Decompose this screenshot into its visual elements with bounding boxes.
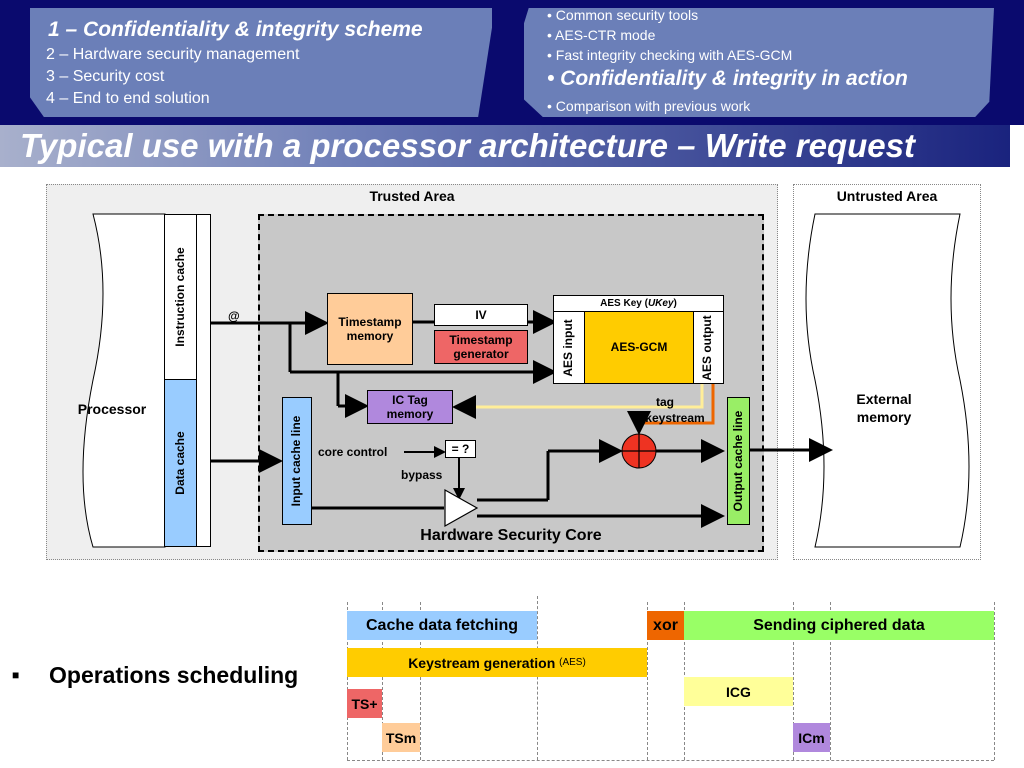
instruction-cache-label: Instruction cache [173,247,187,347]
subtopic-item[interactable]: • AES-CTR mode [547,27,656,43]
time-divider [382,602,383,760]
toc-label: Hardware security management [72,46,300,63]
toc-num: 3 – [46,68,69,85]
input-cache-line-label: Input cache line [289,415,303,507]
aes-output-label: AES output [700,315,714,381]
bypass-mux [444,488,479,528]
toc-panel [30,8,492,117]
bar-cache-data-fetching: Cache data fetching [347,611,537,640]
slide-title: Typical use with a processor architectur… [20,127,915,164]
keystream-bar-label: Keystream generation [408,654,556,671]
timestamp-memory: Timestamp memory [327,293,413,365]
toc-num: 1 – [48,18,78,41]
keystream-bar-note: (AES) [559,657,586,668]
bypass-label: bypass [401,468,443,482]
aes-key: AES Key (UKey) [553,295,724,312]
core-control-label: core control [318,445,388,459]
bar-icg: ICG [684,677,793,706]
compare-block: = ? [445,440,476,458]
aes-key-var: UKey [647,297,674,309]
subtopic-panel [524,8,994,117]
time-axis [347,760,994,761]
bar-keystream-generation: Keystream generation (AES) [347,648,647,677]
bar-icm: ICm [793,723,830,752]
cache-tag-strip [196,214,211,547]
subtopic-item[interactable]: • Common security tools [547,7,699,23]
bar-xor: xor [647,611,684,640]
ic-tag-memory: IC Tag memory [367,390,453,424]
subtopic-item[interactable]: • Fast integrity checking with AES-GCM [547,47,793,63]
toc-item-1[interactable]: 1 – Confidentiality & integrity scheme [48,18,423,42]
title-bar [0,125,1010,167]
tag-label: tag [656,395,674,409]
bullet-square-icon: ■ [12,668,20,682]
timestamp-generator: Timestamp generator [434,330,528,364]
trusted-area-label: Trusted Area [369,188,455,204]
toc-label: Confidentiality & integrity scheme [83,18,423,41]
toc-label: End to end solution [72,90,210,107]
time-divider [347,602,348,760]
aes-input [553,311,585,384]
time-divider [994,602,995,760]
operations-scheduling-heading: Operations scheduling [49,662,299,688]
toc-label: Security cost [72,68,165,85]
time-divider [537,596,538,760]
external-memory-shape [805,213,970,548]
time-divider [420,602,421,760]
toc-item-4[interactable]: 4 – End to end solution [46,90,210,108]
instruction-cache [164,214,197,380]
aes-input-label: AES input [561,319,575,377]
aes-gcm-core: AES-GCM [584,311,694,384]
external-memory-label: External memory [856,391,912,426]
data-cache [164,379,197,547]
time-divider [647,602,648,760]
toc-item-2[interactable]: 2 – Hardware security management [46,46,299,64]
processor-label: Processor [77,401,147,417]
aes-key-suffix: ) [673,297,677,309]
data-cache-label: Data cache [173,431,187,495]
bar-sending-ciphered-data: Sending ciphered data [684,611,994,640]
keystream-label: keystream [645,411,705,425]
untrusted-area-label: Untrusted Area [836,188,938,204]
time-divider [830,602,831,760]
bar-tsm: TSm [382,723,420,752]
aes-key-prefix: AES Key ( [600,297,648,309]
aes-output [693,311,724,384]
address-label: @ [228,309,240,323]
toc-num: 2 – [46,46,69,63]
output-cache-line [727,397,750,525]
output-cache-line-label: Output cache line [731,410,745,512]
hsc-label: Hardware Security Core [420,527,602,544]
processor-shape [82,213,166,548]
subtopic-item-current[interactable]: • Confidentiality & integrity in action [547,67,908,90]
time-divider [793,602,794,760]
iv-register: IV [434,304,528,326]
toc-num: 4 – [46,90,69,107]
toc-item-3[interactable]: 3 – Security cost [46,68,164,86]
bar-ts-plus: TS+ [347,689,382,718]
input-cache-line [282,397,312,525]
subtopic-item[interactable]: • Comparison with previous work [547,98,751,114]
